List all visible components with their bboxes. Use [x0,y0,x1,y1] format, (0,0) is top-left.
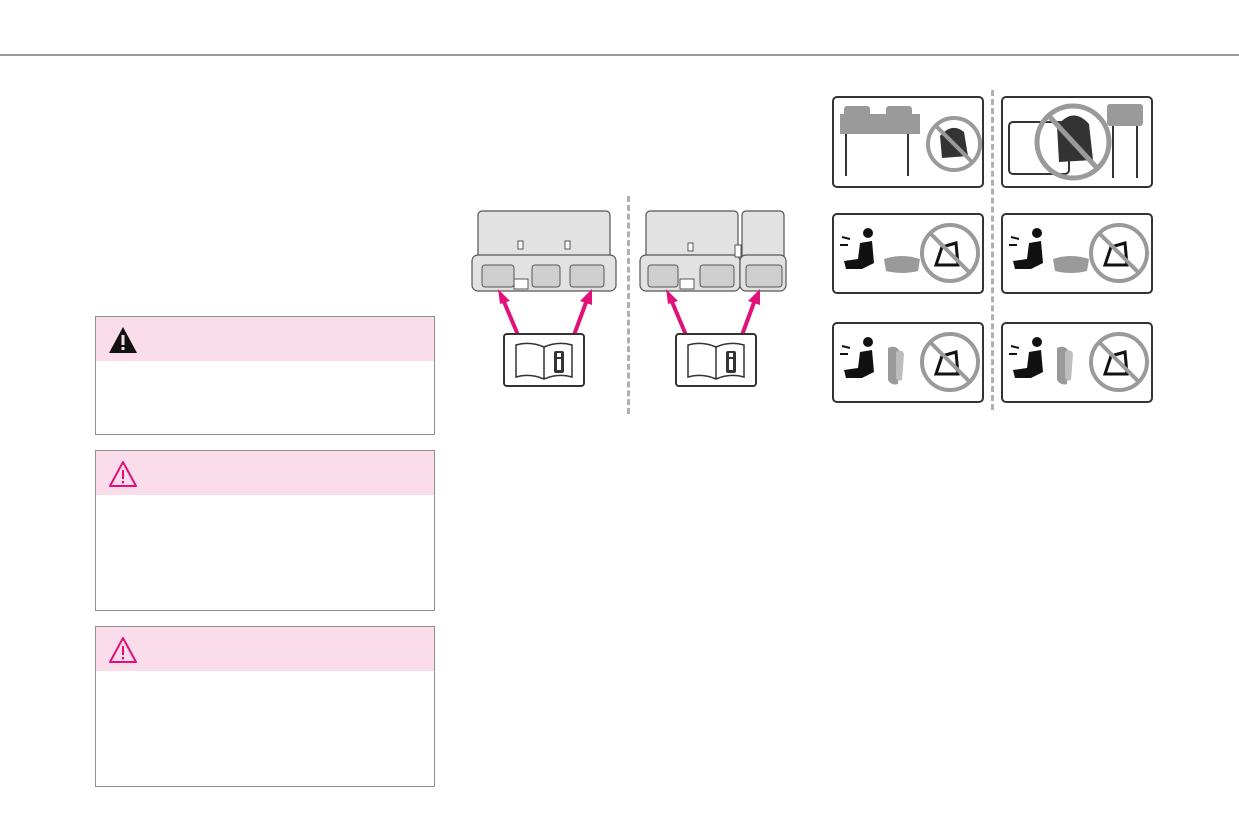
warning-box-1 [95,450,435,611]
airbag-side-cushion-no-rear-facing-seat-icon [1001,322,1153,403]
danger-box [95,316,435,435]
no-rear-facing-child-seat-front-icon [832,96,984,188]
rear-split-seat-illustration [639,210,787,387]
danger-box-header [96,317,434,361]
pictogram-divider-dashed [991,90,994,410]
no-rear-facing-child-seat-side-icon [1001,96,1153,188]
airbag-side-cushion-no-rear-facing-seat-icon [832,322,984,403]
warning-box-1-header [96,451,434,495]
warning-triangle-outline-icon [109,461,137,487]
rear-bench-seat-illustration [471,210,617,387]
divider-dashed [627,196,630,414]
airbag-flat-cushion-no-rear-facing-seat-icon [1001,213,1153,294]
header-rule [0,54,1239,56]
airbag-flat-cushion-no-rear-facing-seat-icon [832,213,984,294]
warning-box-2 [95,626,435,787]
warning-box-2-header [96,627,434,671]
warning-triangle-filled-icon [109,327,137,353]
warning-triangle-outline-icon [109,637,137,663]
